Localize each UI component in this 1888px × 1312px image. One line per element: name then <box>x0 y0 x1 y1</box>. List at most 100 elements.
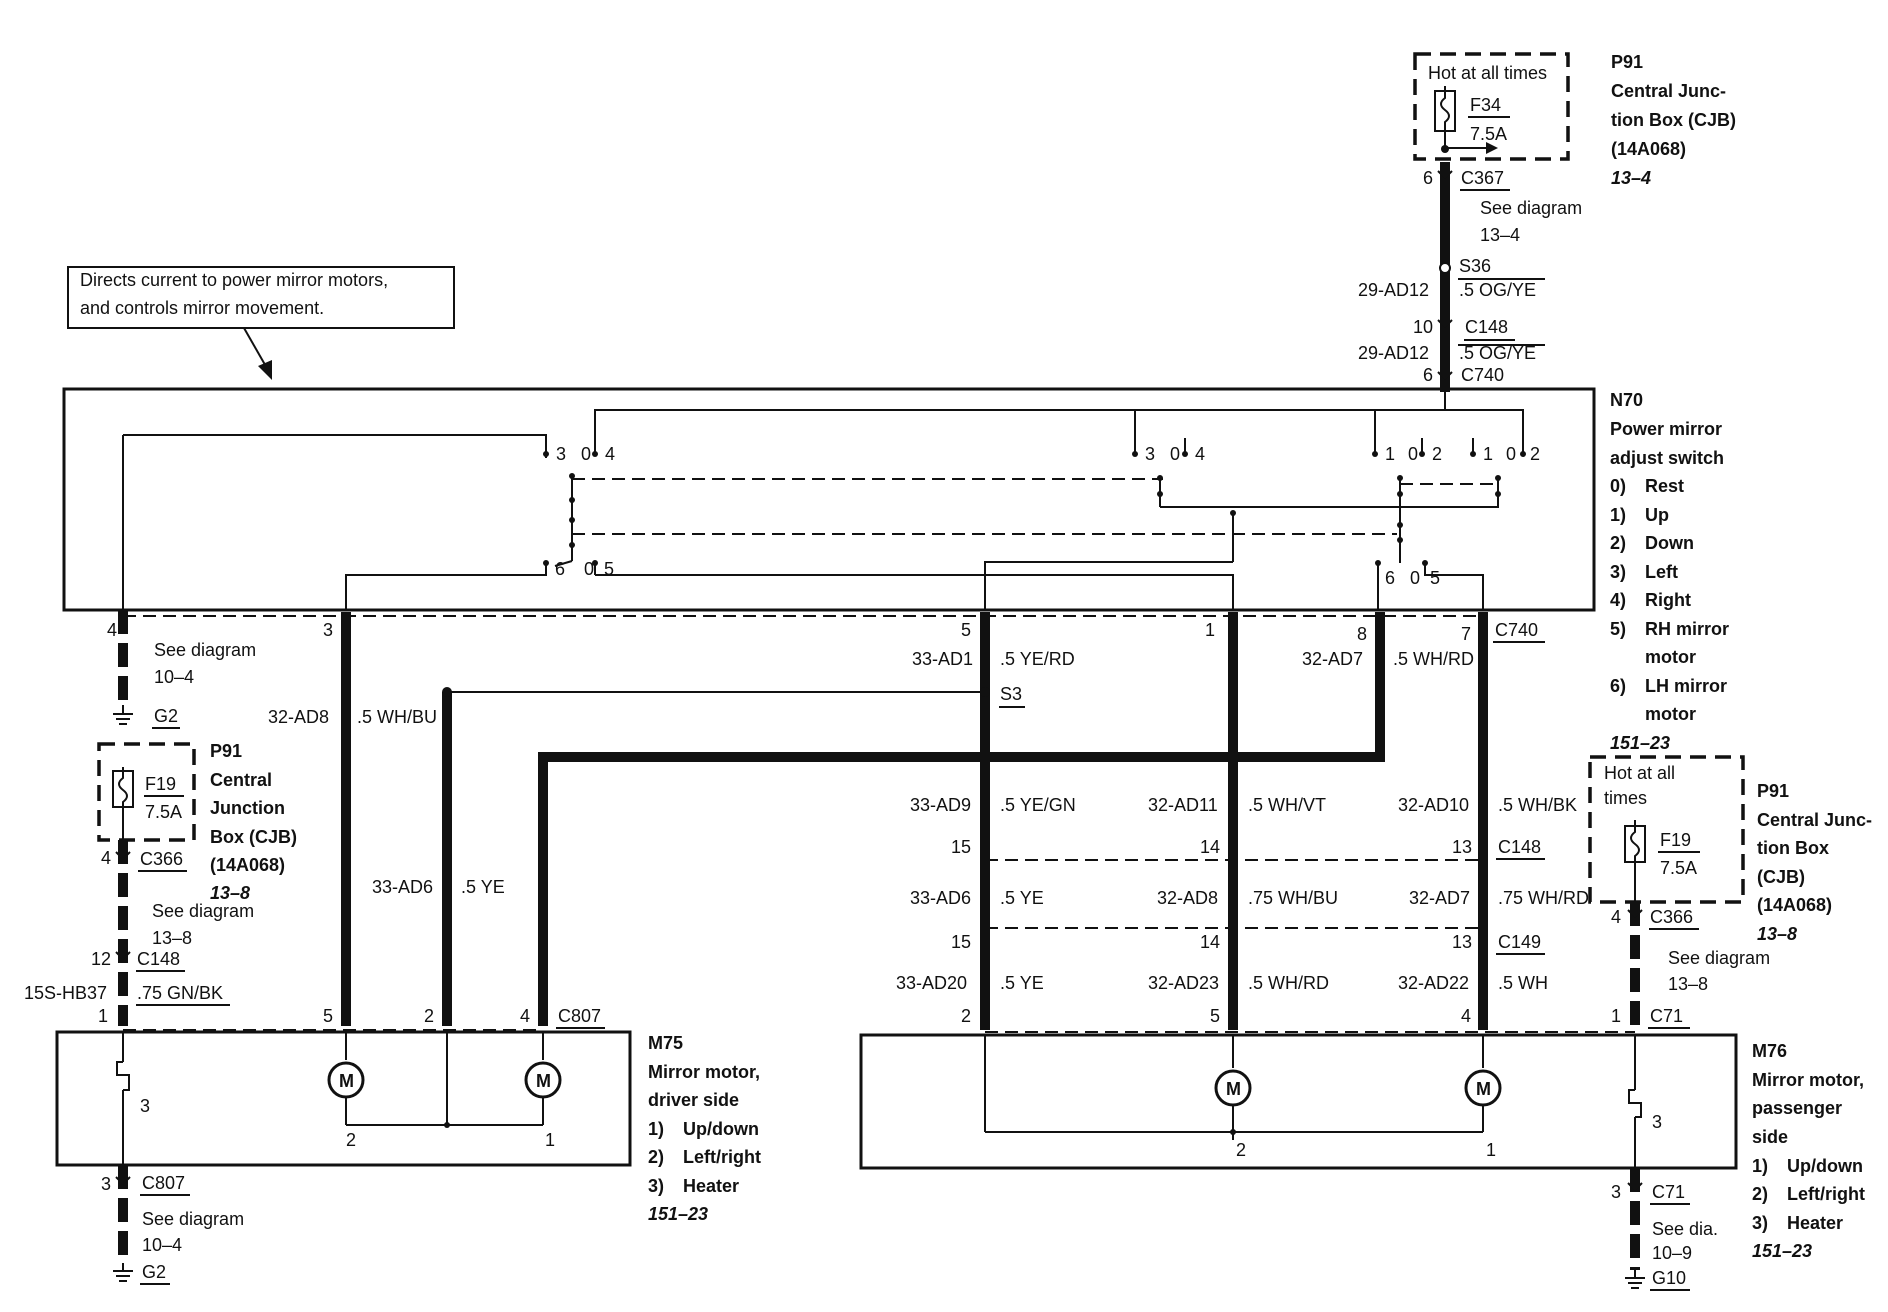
m76-ground: G10 <box>1652 1268 1686 1288</box>
ground-icon <box>113 705 133 725</box>
m76-pin-4: 4 <box>1461 1006 1471 1026</box>
svg-text:0: 0 <box>1410 568 1420 588</box>
m76-title: M76 <box>1752 1041 1787 1061</box>
pin-8: 8 <box>1357 624 1367 644</box>
cjb-right-title-1: Central Junc- <box>1757 810 1872 830</box>
svg-text:5): 5) <box>1610 619 1626 639</box>
svg-text:33-AD20: 33-AD20 <box>896 973 967 993</box>
svg-text:3: 3 <box>556 444 566 464</box>
m75-motor-b-label: M <box>536 1071 551 1091</box>
splice-s36 <box>1439 262 1451 274</box>
c807-top: C807 <box>558 1006 601 1026</box>
m76-heater-pin: 3 <box>1652 1112 1662 1132</box>
svg-text:Left/right: Left/right <box>683 1147 761 1167</box>
svg-text:32-AD22: 32-AD22 <box>1398 973 1469 993</box>
m75-ground: G2 <box>142 1262 166 1282</box>
switch-legend: 0)Rest 1)Up 2)Down 3)Left 4)Right 5)RH m… <box>1610 476 1729 724</box>
svg-text:1: 1 <box>1483 444 1493 464</box>
svg-text:0: 0 <box>581 444 591 464</box>
m75-pin-2: 2 <box>424 1006 434 1026</box>
svg-text:Up/down: Up/down <box>1787 1156 1863 1176</box>
m75-motor-pin2: 2 <box>346 1130 356 1150</box>
c366-right-label: C366 <box>1650 907 1693 927</box>
svg-text:6): 6) <box>1610 676 1626 696</box>
connector-icon <box>1437 170 1453 180</box>
m75-title: M75 <box>648 1033 683 1053</box>
cjb-left-title-1: Central <box>210 770 272 790</box>
svg-text:3: 3 <box>1145 444 1155 464</box>
c366-left-see-1: 13–8 <box>152 928 192 948</box>
m76-ref: 151–23 <box>1752 1241 1812 1261</box>
m76-out-conn: C71 <box>1652 1182 1685 1202</box>
svg-text:.5 YE: .5 YE <box>1000 973 1044 993</box>
svg-text:0): 0) <box>1610 476 1626 496</box>
m75-motor-a-label: M <box>339 1071 354 1091</box>
svg-text:Up: Up <box>1645 505 1669 525</box>
row2-pin-2: 13 <box>1452 932 1472 952</box>
pin-4: 4 <box>107 620 117 640</box>
c148-top-wire: .5 OG/YE <box>1459 343 1536 363</box>
cjb-top-ref: 13–4 <box>1611 168 1651 188</box>
cjb-right-title-0: P91 <box>1757 781 1789 801</box>
svg-text:.75 WH/RD: .75 WH/RD <box>1498 888 1589 908</box>
c148-top-circuit: 29-AD12 <box>1358 343 1429 363</box>
s36-circuit: 29-AD12 <box>1358 280 1429 300</box>
svg-text:6: 6 <box>1385 568 1395 588</box>
s36-label: S36 <box>1459 256 1491 276</box>
cjb-top-title-0: P91 <box>1611 52 1643 72</box>
m75-line-0: Mirror motor, <box>648 1062 760 1082</box>
row2-pin-0: 15 <box>951 932 971 952</box>
svg-text:Heater: Heater <box>1787 1213 1843 1233</box>
m76-line-0: Mirror motor, <box>1752 1070 1864 1090</box>
svg-text:32-AD7: 32-AD7 <box>1409 888 1470 908</box>
m76-pin-1: 1 <box>1611 1006 1621 1026</box>
row2-conn: C149 <box>1498 932 1541 952</box>
svg-text:0: 0 <box>1506 444 1516 464</box>
left-see-0: See diagram <box>154 640 256 660</box>
m75-pin-4: 4 <box>520 1006 530 1026</box>
cjb-right-hot-0: Hot at all <box>1604 763 1675 783</box>
m76-heater-icon <box>1628 1035 1642 1168</box>
wire-32-ad8-color: .5 WH/BU <box>357 707 437 727</box>
svg-text:5: 5 <box>604 559 614 579</box>
c367-pin: 6 <box>1423 168 1433 188</box>
svg-text:.5 WH: .5 WH <box>1498 973 1548 993</box>
wire-33-ad1-color: .5 YE/RD <box>1000 649 1075 669</box>
svg-text:.75 WH/BU: .75 WH/BU <box>1248 888 1338 908</box>
cjb-right-title-4: (14A068) <box>1757 895 1832 915</box>
fuse-f19-left-icon <box>112 767 134 812</box>
row1-pin-1: 14 <box>1200 837 1220 857</box>
pin-5: 5 <box>961 620 971 640</box>
fuse-f19-left-amp: 7.5A <box>145 802 182 822</box>
c148-left-label: C148 <box>137 949 180 969</box>
c367-label: C367 <box>1461 168 1504 188</box>
m76-ground-icon <box>1625 1270 1645 1289</box>
wire-32-ad7-color: .5 WH/RD <box>1393 649 1474 669</box>
wire-33-ad1: 33-AD1 <box>912 649 973 669</box>
m76-line-1: passenger <box>1752 1098 1842 1118</box>
c366-right-pin: 4 <box>1611 907 1621 927</box>
svg-text:1: 1 <box>1385 444 1395 464</box>
wire-33-ad6-color: .5 YE <box>461 877 505 897</box>
svg-text:2): 2) <box>1610 533 1626 553</box>
svg-text:.5 WH/VT: .5 WH/VT <box>1248 795 1326 815</box>
svg-text:1): 1) <box>1752 1156 1768 1176</box>
m75-see-1: 10–4 <box>142 1235 182 1255</box>
cjb-left-box <box>97 742 196 842</box>
svg-text:.5 YE/GN: .5 YE/GN <box>1000 795 1076 815</box>
cjb-right-ref: 13–8 <box>1757 924 1797 944</box>
m75-box <box>55 1030 632 1167</box>
pin-3: 3 <box>323 620 333 640</box>
svg-text:0: 0 <box>1408 444 1418 464</box>
left-wire: .75 GN/BK <box>137 983 223 1003</box>
m75-ref: 151–23 <box>648 1204 708 1224</box>
arrow-icon <box>1486 142 1498 154</box>
c366-right-see-0: See diagram <box>1668 948 1770 968</box>
svg-text:RH mirror: RH mirror <box>1645 619 1729 639</box>
svg-text:Left: Left <box>1645 562 1678 582</box>
m75-motor-pin1: 1 <box>545 1130 555 1150</box>
cjb-top-title-1: Central Junc- <box>1611 81 1726 101</box>
svg-text:5: 5 <box>1430 568 1440 588</box>
svg-text:.5 WH/RD: .5 WH/RD <box>1248 973 1329 993</box>
switch-internals <box>122 392 1526 610</box>
